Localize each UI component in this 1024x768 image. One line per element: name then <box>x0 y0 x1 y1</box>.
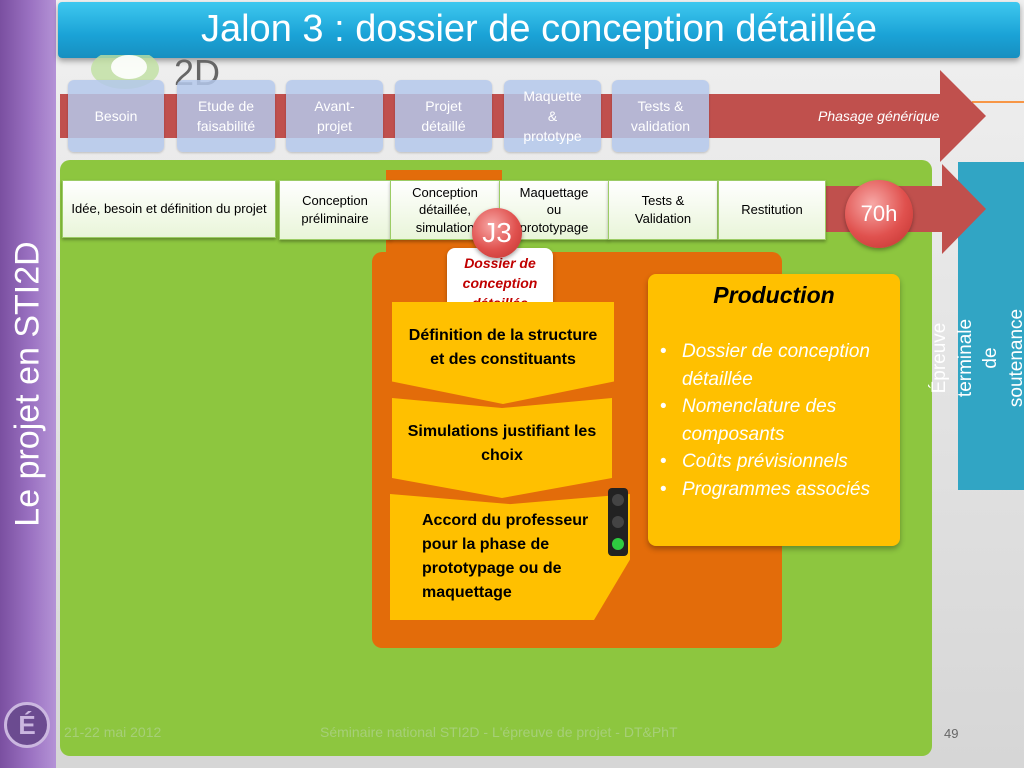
duration-badge: 70h <box>845 180 913 248</box>
production-item: Programmes associés <box>656 476 896 504</box>
institution-logo-icon: É <box>4 702 50 748</box>
workflow-step-simulations: Simulations justifiant les choix <box>392 398 612 498</box>
production-item: Nomenclature des composants <box>656 393 896 448</box>
title-bar <box>58 2 1020 58</box>
step-conception-preliminaire: Conception préliminaire <box>279 180 391 240</box>
phasage-caption: Phasage générique <box>818 108 940 124</box>
page-number: 49 <box>944 726 959 741</box>
footer-seminar: Séminaire national STI2D - L'épreuve de … <box>320 724 678 740</box>
production-item: Dossier de conception détaillée <box>656 338 896 393</box>
step-restitution: Restitution <box>718 180 826 240</box>
vertical-title: Le projet en STI2D <box>8 241 47 527</box>
workflow-step-accord: Accord du professeur pour la phase de pr… <box>390 494 630 620</box>
phase-tests-validation: Tests & validation <box>612 80 709 152</box>
milestone-badge: J3 <box>472 208 522 258</box>
phase-etude-faisabilite: Etude de faisabilité <box>177 80 275 152</box>
traffic-light-icon <box>608 488 628 556</box>
phase-avant-projet: Avant- projet <box>286 80 383 152</box>
side-label: Épreuve terminale de soutenance individu… <box>928 308 1024 408</box>
step-tests-validation: Tests & Validation <box>608 180 718 240</box>
production-list: Dossier de conception détaillée Nomencla… <box>656 338 896 503</box>
production-title: Production <box>713 282 835 308</box>
page-title: Jalon 3 : dossier de conception détaillé… <box>200 8 877 50</box>
workflow-step-structure: Définition de la structure et des consti… <box>392 302 614 404</box>
phase-projet-detaille: Projet détaillé <box>395 80 492 152</box>
step-idee-besoin: Idée, besoin et définition du projet <box>62 180 276 238</box>
left-band <box>0 0 56 768</box>
production-item: Coûts prévisionnels <box>656 448 896 476</box>
phase-besoin: Besoin <box>68 80 164 152</box>
footer-date: 21-22 mai 2012 <box>64 724 162 740</box>
decorative-line <box>972 101 1024 103</box>
phase-maquette-prototype: Maquette & prototype <box>504 80 601 152</box>
